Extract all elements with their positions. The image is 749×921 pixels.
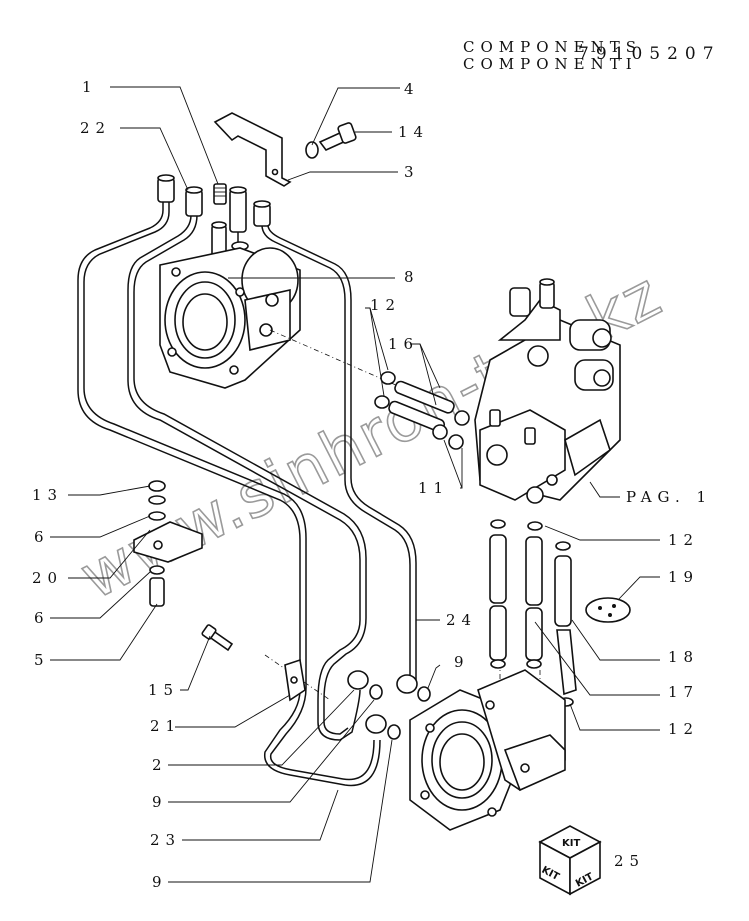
pipe-fittings-top: [157, 174, 271, 283]
leader-lines: [50, 86, 660, 883]
callout-16: 16: [388, 335, 419, 353]
callout-9-bottom: 9: [152, 873, 168, 891]
lower-flange-housing: [409, 669, 566, 831]
callout-6-upper: 6: [34, 528, 50, 546]
callout-11: 11: [418, 479, 449, 497]
callout-17: 17: [668, 683, 699, 701]
clip-and-bolt: [201, 624, 306, 702]
callout-14: 14: [398, 123, 429, 141]
callout-12-right: 12: [668, 531, 699, 549]
header-line-components: COMPONENTS: [463, 38, 643, 56]
callout-25: 25: [614, 852, 645, 870]
callout-13: 13: [32, 486, 63, 504]
upper-flange-housing: [159, 247, 301, 389]
callout-18: 18: [668, 648, 699, 666]
callout-19: 19: [668, 568, 699, 586]
bracket-assembly: [213, 112, 357, 187]
header-line-componenti: COMPONENTI: [463, 55, 638, 73]
callout-23: 23: [150, 831, 181, 849]
mounting-block-assembly: [133, 480, 203, 607]
kit-label-top: KIT: [562, 838, 580, 849]
callout-24: 24: [446, 611, 477, 629]
callout-9-middle: 9: [152, 793, 168, 811]
callout-12-top: 12: [370, 296, 401, 314]
kit-icon: KIT KIT KIT: [538, 825, 602, 896]
part-code: 79105207: [578, 44, 721, 64]
callout-labels: 1 22 4 14 3 8 12 16 11 PAG. 1 12 19 24 9…: [32, 78, 712, 891]
callout-pag-1: PAG. 1: [626, 488, 712, 506]
callout-20: 20: [32, 569, 63, 587]
callout-21: 21: [150, 717, 181, 735]
callout-9-right: 9: [454, 653, 470, 671]
callout-2: 2: [152, 756, 168, 774]
callout-3: 3: [404, 163, 420, 181]
callout-8: 8: [404, 268, 420, 286]
pipes: [77, 200, 417, 787]
callout-4: 4: [404, 80, 420, 98]
control-valve-block: [474, 278, 621, 504]
callout-15: 15: [148, 681, 179, 699]
pipe-end-fittings: [347, 670, 431, 740]
callout-1: 1: [82, 78, 98, 96]
callout-22: 22: [80, 119, 111, 137]
callout-5: 5: [34, 651, 50, 669]
tubes-and-orings-middle: [374, 371, 470, 450]
cap-19: [585, 597, 631, 623]
callout-12-bottom: 12: [668, 720, 699, 738]
callout-6-lower: 6: [34, 609, 50, 627]
